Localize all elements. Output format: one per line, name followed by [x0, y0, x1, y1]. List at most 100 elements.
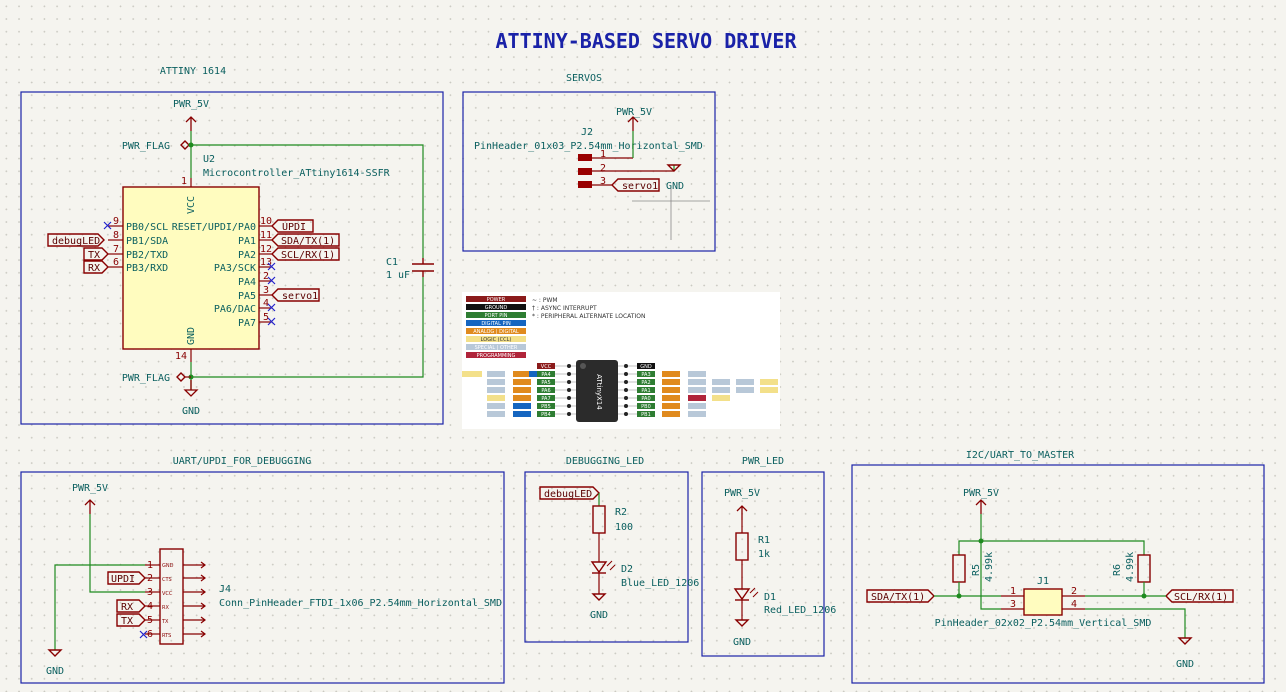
svg-text:PA5: PA5 [541, 380, 550, 386]
svg-text:D2: D2 [621, 564, 633, 575]
svg-text:3: 3 [600, 176, 606, 187]
svg-text:R5: R5 [971, 564, 982, 576]
svg-text:7: 7 [113, 244, 119, 255]
svg-text:SDA/TX(1): SDA/TX(1) [871, 592, 925, 603]
svg-text:2: 2 [1071, 586, 1077, 597]
svg-text:VCC: VCC [541, 364, 552, 370]
gnd-symbol-d2: GND [590, 593, 608, 621]
label-rx-j4: RX [116, 599, 146, 613]
svg-text:9: 9 [113, 216, 119, 227]
svg-text:1: 1 [147, 560, 153, 571]
gnd-symbol-d1: GND [733, 619, 751, 648]
svg-text:R6: R6 [1112, 564, 1123, 576]
svg-text:14: 14 [175, 351, 187, 362]
svg-text:PA6: PA6 [541, 388, 550, 394]
svg-text:3: 3 [147, 587, 153, 598]
resistor-r1: R1 1k [735, 532, 770, 561]
label-servo1-u2: servo1 [271, 288, 320, 302]
svg-text:debugLED: debugLED [544, 489, 592, 500]
svg-text:TX: TX [88, 250, 100, 261]
svg-text:servo1: servo1 [282, 291, 318, 302]
svg-text:CTS: CTS [162, 577, 172, 583]
svg-text:PWR_5V: PWR_5V [616, 107, 652, 118]
svg-text:PWR_FLAG: PWR_FLAG [122, 373, 170, 384]
pwr5v-symbol-i2c: PWR_5V [963, 488, 999, 515]
label-updi-j4: UPDI [107, 571, 146, 585]
led-d2: D2 Blue_LED_1206 [590, 560, 699, 589]
svg-text:DIGITAL PIN: DIGITAL PIN [481, 321, 511, 327]
svg-text:GND: GND [733, 637, 751, 648]
svg-text:RESET/UPDI/PA0: RESET/UPDI/PA0 [172, 222, 256, 233]
svg-text:C1: C1 [386, 257, 398, 268]
no-connect-marker [267, 262, 276, 326]
svg-text:PA4: PA4 [541, 372, 550, 378]
pwr-flag-bottom: PWR_FLAG [122, 372, 191, 384]
svg-text:J2: J2 [581, 127, 593, 138]
svg-text:PWR_5V: PWR_5V [963, 488, 999, 499]
svg-text:RX: RX [121, 602, 133, 613]
svg-text:PA1: PA1 [641, 388, 650, 394]
svg-text:R2: R2 [615, 507, 627, 518]
svg-text:PA5: PA5 [238, 291, 256, 302]
svg-text:TX: TX [161, 619, 169, 625]
svg-text:SCL/RX(1): SCL/RX(1) [1174, 592, 1228, 603]
label-tx-u2: TX [83, 247, 109, 261]
svg-text:PB4: PB4 [541, 412, 551, 418]
svg-text:PORT PIN: PORT PIN [485, 313, 508, 319]
svg-text:PA2: PA2 [641, 380, 650, 386]
svg-text:GND: GND [46, 666, 64, 677]
schematic-title: ATTINY-BASED SERVO DRIVER [495, 29, 797, 53]
svg-text:PWR_5V: PWR_5V [724, 488, 760, 499]
svg-text:POWER: POWER [487, 297, 506, 303]
svg-text:6: 6 [147, 629, 153, 640]
label-tx-j4: TX [116, 613, 146, 627]
svg-text:PA1: PA1 [238, 236, 256, 247]
svg-text:PB2/TXD: PB2/TXD [126, 250, 168, 261]
section-attiny: ATTINY 1614 PWR_5V PWR_FLAG C1 1 uF [20, 66, 444, 425]
wire-vcc-c1 [191, 144, 424, 258]
pinout-diagram-image: POWER GROUND PORT PIN DIGITAL PIN ANALOG… [462, 292, 780, 429]
svg-text:3: 3 [1010, 599, 1016, 610]
capacitor-c1: C1 1 uF [386, 257, 434, 281]
svg-text:SERVOS: SERVOS [566, 73, 602, 84]
gnd-symbol-j2: GND [666, 164, 684, 192]
svg-text:100: 100 [615, 522, 633, 533]
no-connect-marker [103, 221, 112, 230]
svg-text:PA4: PA4 [238, 277, 256, 288]
svg-text:8: 8 [113, 230, 119, 241]
svg-text:Conn_PinHeader_FTDI_1x06_P2.54: Conn_PinHeader_FTDI_1x06_P2.54mm_Horizon… [219, 598, 502, 609]
label-scl-j1: SCL/RX(1) [1165, 589, 1234, 603]
svg-text:I2C/UART_TO_MASTER: I2C/UART_TO_MASTER [966, 450, 1075, 461]
svg-text:11: 11 [260, 230, 272, 241]
svg-text:GND: GND [186, 327, 197, 345]
label-servo1-j2: servo1 [611, 178, 660, 192]
microcontroller-u2: U2 Microcontroller_ATtiny1614-SSFR 1 VCC… [122, 154, 391, 362]
label-rx-u2: RX [83, 260, 109, 274]
svg-text:GND: GND [666, 181, 684, 192]
section-uart: UART/UPDI_FOR_DEBUGGING PWR_5V GND 1 2 3… [20, 456, 505, 684]
pwr5v-symbol-u2: PWR_5V [173, 99, 209, 132]
svg-text:UPDI: UPDI [282, 222, 306, 233]
resistor-r6: R6 4.99k [1112, 552, 1151, 583]
svg-text:PA2: PA2 [238, 250, 256, 261]
svg-text:4: 4 [263, 298, 269, 309]
svg-text:ANALOG | DIGITAL: ANALOG | DIGITAL [473, 329, 519, 335]
svg-text:2: 2 [600, 163, 606, 174]
gnd-symbol-u2: GND [182, 379, 200, 417]
section-frame-attiny [20, 91, 444, 425]
svg-text:PA3: PA3 [641, 372, 650, 378]
svg-text:VCC: VCC [186, 196, 197, 214]
svg-text:4: 4 [1071, 599, 1077, 610]
svg-text:2: 2 [263, 271, 269, 282]
svg-text:SDA/TX(1): SDA/TX(1) [281, 236, 335, 247]
svg-text:PWR_FLAG: PWR_FLAG [122, 141, 170, 152]
svg-text:3: 3 [263, 285, 269, 296]
svg-text:PB1: PB1 [641, 412, 651, 418]
svg-text:† : ASYNC INTERRUPT: † : ASYNC INTERRUPT [532, 305, 597, 312]
svg-text:PA3/SCK: PA3/SCK [214, 263, 256, 274]
gnd-symbol-j4: GND [46, 649, 64, 677]
label-sda-u2: SDA/TX(1) [271, 233, 340, 247]
svg-text:6: 6 [113, 257, 119, 268]
section-pwr-led: PWR_LED PWR_5V R1 1k D1 Red_LED_1206 GND [701, 456, 836, 657]
